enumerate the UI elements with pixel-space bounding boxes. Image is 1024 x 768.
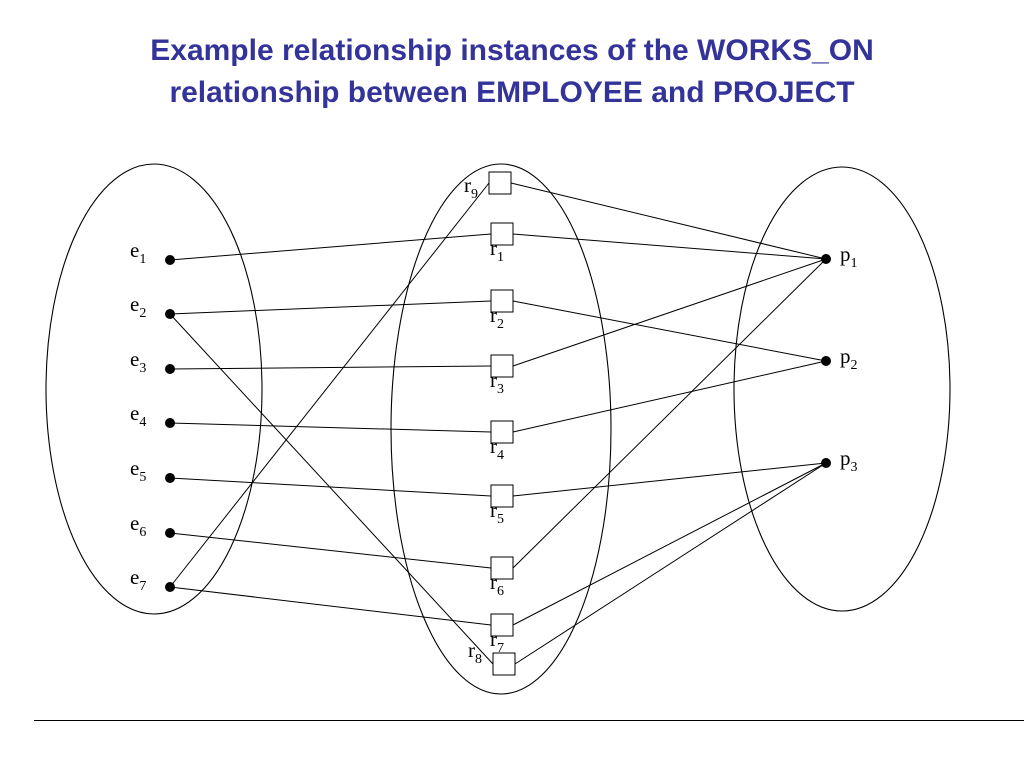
edge-e7-r7 xyxy=(169,586,492,626)
relationship-node-r7 xyxy=(490,613,514,637)
employee-node-e6 xyxy=(165,528,175,538)
relationship-label-r6: r6 xyxy=(490,570,504,599)
edge-r8-p3 xyxy=(514,462,827,665)
employee-node-e5 xyxy=(165,473,175,483)
employee-set-ellipse xyxy=(45,163,263,615)
relationship-label-r1: r1 xyxy=(490,236,504,265)
relationship-node-r6 xyxy=(490,556,514,580)
relationship-label-r9: r9 xyxy=(464,173,478,202)
employee-label-e3: e3 xyxy=(130,347,146,376)
relationship-node-r5 xyxy=(490,484,514,508)
project-node-p1 xyxy=(821,254,831,264)
relationship-label-r5: r5 xyxy=(490,498,504,527)
project-node-p2 xyxy=(821,356,831,366)
employee-label-e6: e6 xyxy=(130,511,146,540)
edge-r7-p3 xyxy=(512,462,827,626)
project-label-p1: p1 xyxy=(840,242,858,271)
employee-label-e5: e5 xyxy=(130,456,146,485)
project-label-p3: p3 xyxy=(840,446,858,475)
edge-r9-p1 xyxy=(510,182,827,260)
edge-e4-r4 xyxy=(169,422,492,433)
project-set-ellipse xyxy=(733,166,951,612)
footer-divider xyxy=(34,720,1024,721)
relationship-node-r2 xyxy=(490,289,514,313)
relationship-node-r4 xyxy=(490,420,514,444)
employee-node-e1 xyxy=(165,255,175,265)
employee-label-e7: e7 xyxy=(130,565,146,594)
edge-r6-p1 xyxy=(512,258,827,569)
edge-e1-r1 xyxy=(169,233,492,261)
edge-e2-r2 xyxy=(169,300,492,315)
employee-label-e4: e4 xyxy=(130,401,146,430)
edge-r5-p3 xyxy=(512,462,827,497)
relationship-label-r2: r2 xyxy=(490,303,504,332)
nodes-layer: r1 r2 r3 r4 r5 r6 r7 r8 r9 e1 e2 e3 e4 e5 e6 e7 p1 p2 p3 xyxy=(130,171,858,676)
employee-label-e2: e2 xyxy=(130,292,146,321)
relationship-label-r3: r3 xyxy=(490,368,504,397)
project-node-p3 xyxy=(821,458,831,468)
relationship-label-r7: r7 xyxy=(490,627,504,656)
edge-r4-p2 xyxy=(512,360,827,433)
title-line-2: relationship between EMPLOYEE and PROJEC… xyxy=(169,76,855,109)
edge-e3-r3 xyxy=(169,365,492,370)
slide-title: Example relationship instances of the WO… xyxy=(0,30,1024,114)
edge-r3-p1 xyxy=(512,258,827,367)
employee-node-e7 xyxy=(165,582,175,592)
relationship-node-r8 xyxy=(492,652,516,676)
edge-e5-r5 xyxy=(169,477,492,497)
relationship-label-r8: r8 xyxy=(468,638,482,667)
edge-e6-r6 xyxy=(169,532,492,569)
project-label-p2: p2 xyxy=(840,344,858,373)
employee-node-e2 xyxy=(165,309,175,319)
edge-e2-r8 xyxy=(169,313,494,665)
relationship-label-r4: r4 xyxy=(490,434,504,463)
relationship-node-r1 xyxy=(490,222,514,246)
edge-e7-r9 xyxy=(169,182,490,588)
relationship-node-r9 xyxy=(488,171,512,195)
employee-node-e4 xyxy=(165,418,175,428)
edges-layer xyxy=(169,182,827,665)
title-line-1: Example relationship instances of the WO… xyxy=(150,34,874,67)
edge-r1-p1 xyxy=(512,233,827,260)
relationship-node-r3 xyxy=(490,354,514,378)
employee-node-e3 xyxy=(165,364,175,374)
employee-label-e1: e1 xyxy=(130,238,146,267)
edge-r2-p2 xyxy=(512,300,827,362)
